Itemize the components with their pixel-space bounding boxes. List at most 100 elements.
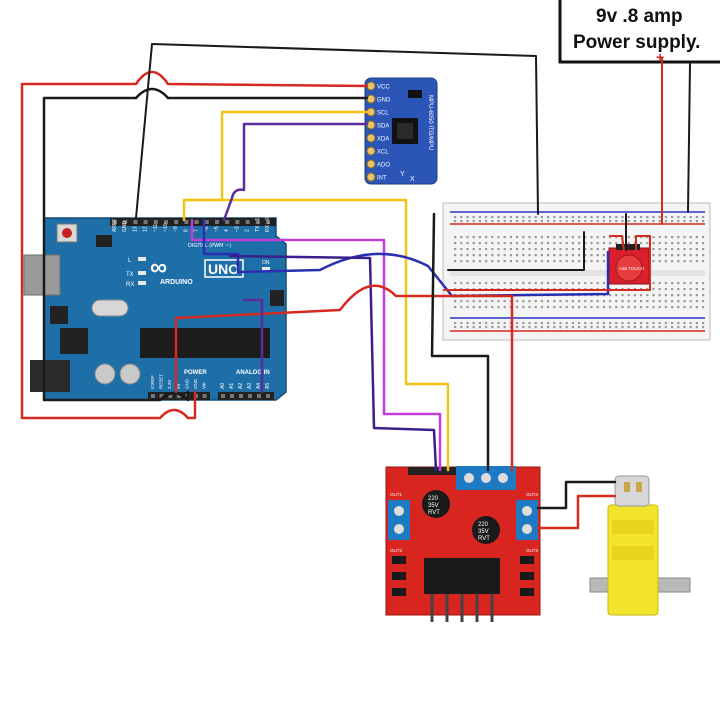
arduino-brand: ARDUINO <box>160 279 193 286</box>
digital-pin <box>184 220 189 224</box>
breadboard-hole <box>652 242 655 245</box>
breadboard-hole <box>695 306 698 309</box>
breadboard-hole <box>671 300 674 303</box>
breadboard-hole <box>658 260 661 263</box>
wire-motor-black <box>536 480 617 510</box>
breadboard-hole <box>485 260 488 263</box>
breadboard-hole <box>522 242 525 245</box>
breadboard-hole <box>503 322 506 325</box>
digital-pin <box>113 220 117 224</box>
breadboard-hole <box>454 254 457 257</box>
breadboard-hole <box>633 322 636 325</box>
digital-pin <box>133 220 138 224</box>
breadboard-hole <box>652 306 655 309</box>
breadboard-hole <box>584 326 587 329</box>
breadboard-hole <box>454 282 457 285</box>
breadboard-hole <box>503 306 506 309</box>
breadboard-hole <box>540 326 543 329</box>
breadboard-hole <box>695 220 698 223</box>
breadboard-hole <box>677 236 680 239</box>
breadboard-hole <box>509 216 512 219</box>
breadboard-hole <box>615 306 618 309</box>
breadboard-hole <box>664 288 667 291</box>
breadboard-hole <box>702 220 705 223</box>
analog-pin-label: A0 <box>220 383 226 389</box>
breadboard-hole <box>590 220 593 223</box>
breadboard-hole <box>596 306 599 309</box>
breadboard-hole <box>509 220 512 223</box>
breadboard-hole <box>627 306 630 309</box>
breadboard-hole <box>596 216 599 219</box>
breadboard-hole <box>540 322 543 325</box>
mpu-pin <box>366 133 376 143</box>
breadboard-hole <box>491 326 494 329</box>
breadboard-hole <box>472 282 475 285</box>
breadboard-hole <box>534 260 537 263</box>
breadboard-hole <box>677 254 680 257</box>
breadboard-hole <box>485 282 488 285</box>
power-pin-label: 3.3V <box>167 380 172 389</box>
breadboard-hole <box>683 254 686 257</box>
breadboard-hole <box>553 306 556 309</box>
motor-a-terminal <box>388 500 410 540</box>
breadboard-hole <box>460 322 463 325</box>
analog-pin <box>221 394 225 398</box>
breadboard-hole <box>658 326 661 329</box>
breadboard-hole <box>584 242 587 245</box>
power-pin-label: 5V <box>176 383 181 389</box>
breadboard-hole <box>658 288 661 291</box>
breadboard-hole <box>652 254 655 257</box>
analog-pin <box>239 394 243 398</box>
breadboard-hole <box>702 306 705 309</box>
breadboard-hole <box>454 260 457 263</box>
analog-pin <box>257 394 261 398</box>
digital-pin <box>255 220 260 224</box>
breadboard-hole <box>553 254 556 257</box>
breadboard-hole <box>584 254 587 257</box>
breadboard-hole <box>615 326 618 329</box>
breadboard-hole <box>559 248 562 251</box>
breadboard-hole <box>528 322 531 325</box>
digital-pin-label: ~11 <box>153 224 159 232</box>
breadboard-hole <box>578 300 581 303</box>
breadboard-hole <box>671 282 674 285</box>
breadboard-hole <box>478 282 481 285</box>
breadboard-hole <box>571 282 574 285</box>
breadboard-hole <box>590 242 593 245</box>
breadboard-hole <box>640 306 643 309</box>
breadboard-hole <box>646 236 649 239</box>
breadboard-hole <box>571 254 574 257</box>
breadboard-hole <box>491 216 494 219</box>
breadboard-hole <box>534 306 537 309</box>
breadboard-hole <box>658 236 661 239</box>
breadboard-hole <box>491 236 494 239</box>
driver-capacitor-2 <box>472 516 500 544</box>
breadboard-hole <box>578 242 581 245</box>
power-supply: 9v .8 amp Power supply. + _ <box>558 0 720 65</box>
wire-yellow-driver <box>182 198 450 472</box>
breadboard-hole <box>553 326 556 329</box>
breadboard-hole <box>454 326 457 329</box>
power-pin-label: IOREF <box>150 375 155 389</box>
breadboard-hole <box>702 282 705 285</box>
breadboard-hole <box>652 322 655 325</box>
breadboard-hole <box>683 300 686 303</box>
breadboard-hole <box>516 242 519 245</box>
breadboard-hole <box>565 322 568 325</box>
digital-pin <box>225 220 230 224</box>
breadboard-hole <box>689 220 692 223</box>
mpu-pin-label: SDA <box>377 124 389 130</box>
breadboard-hole <box>652 216 655 219</box>
analog-pin-label: A2 <box>238 383 244 389</box>
breadboard-hole <box>528 248 531 251</box>
breadboard-hole <box>454 220 457 223</box>
breadboard-hole <box>485 322 488 325</box>
breadboard-hole <box>578 254 581 257</box>
mpu-pin-label: VCC <box>377 85 390 91</box>
breadboard-hole <box>478 254 481 257</box>
breadboard-hole <box>640 326 643 329</box>
breadboard-hole <box>596 326 599 329</box>
